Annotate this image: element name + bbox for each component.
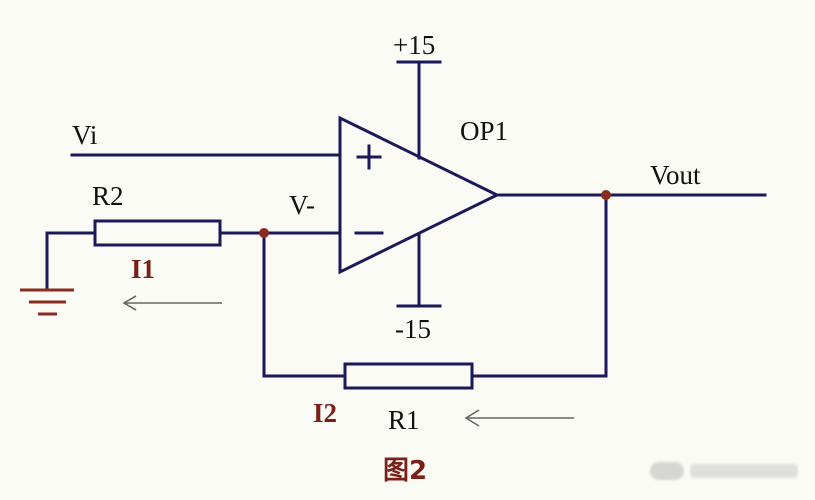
r1-resistor bbox=[343, 362, 474, 390]
watermark bbox=[650, 462, 798, 480]
figure-caption: 图2 bbox=[383, 456, 428, 486]
junction-dot-output bbox=[601, 190, 611, 200]
r2-resistor bbox=[93, 219, 222, 247]
wechat-watermark-icon bbox=[650, 462, 684, 480]
junction-dot-inverting bbox=[259, 228, 269, 238]
watermark-bar bbox=[690, 464, 798, 478]
neg-supply-label: -15 bbox=[395, 314, 431, 344]
r1-label: R1 bbox=[388, 405, 420, 435]
pos-supply-label: +15 bbox=[393, 30, 436, 60]
i2-arrow-icon bbox=[464, 409, 574, 427]
opamp-name-label: OP1 bbox=[460, 116, 509, 146]
i2-label: I2 bbox=[313, 398, 338, 428]
v-minus-label: V- bbox=[289, 190, 316, 220]
r2-label: R2 bbox=[92, 181, 124, 211]
vi-label: Vi bbox=[72, 120, 98, 150]
vout-label: Vout bbox=[650, 160, 701, 190]
i1-arrow-icon bbox=[122, 295, 222, 311]
i1-label: I1 bbox=[131, 254, 156, 284]
